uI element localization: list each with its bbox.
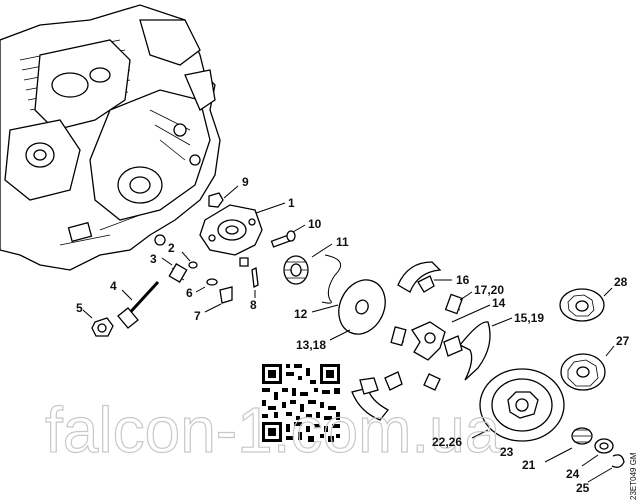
label-15-19: 15,19: [514, 311, 544, 325]
part-11-spring-sleeve: [283, 243, 342, 304]
part-10-bolt: [270, 224, 306, 248]
label-14: 14: [492, 296, 506, 310]
part-5-nut: [82, 309, 114, 337]
label-11: 11: [336, 235, 349, 249]
label-3: 3: [150, 252, 157, 266]
part-28-sprocket: [559, 287, 613, 322]
label-1: 1: [288, 196, 295, 210]
label-22-26: 22,26: [432, 435, 462, 449]
part-17-20-spring: [444, 291, 473, 315]
part-6-oring: [195, 278, 218, 293]
part-8-worm: [239, 257, 259, 298]
label-13-18: 13,18: [296, 338, 326, 352]
clutch-shoe-lower: [351, 371, 403, 421]
engine-housing: [0, 4, 221, 271]
label-12: 12: [294, 307, 308, 321]
label-21: 21: [522, 458, 536, 472]
part-14-hub: [411, 304, 491, 361]
label-9: 9: [242, 175, 249, 189]
label-10: 10: [308, 217, 322, 231]
qr-code: [260, 362, 342, 444]
watermark-text: falcon-1.com.ua: [45, 394, 501, 466]
reference-code: 23ET049 GM: [629, 452, 638, 500]
label-5: 5: [76, 301, 83, 315]
label-28: 28: [614, 275, 628, 289]
label-27: 27: [616, 334, 630, 348]
small-springs: [390, 326, 441, 391]
part-7-screw: [204, 286, 233, 313]
part-15-19-shoe: [443, 317, 513, 381]
label-7: 7: [194, 309, 201, 323]
label-16: 16: [456, 273, 470, 287]
part-13-18-disc: [311, 279, 386, 341]
part-1-bracket: [199, 202, 286, 256]
label-6: 6: [186, 286, 193, 300]
part-2-washer: [181, 251, 198, 269]
label-23: 23: [500, 445, 514, 459]
label-24: 24: [566, 467, 580, 481]
part-21-bearing: [544, 427, 593, 463]
part-22-26-clutch-drum: [471, 368, 565, 442]
clutch-shoe-upper: [397, 261, 452, 293]
label-25: 25: [576, 481, 590, 495]
part-3-spring: [161, 257, 188, 283]
label-8: 8: [250, 298, 257, 312]
label-2: 2: [168, 241, 175, 255]
part-25-eclip: [587, 454, 625, 483]
part-9-nut: [208, 185, 239, 208]
part-24-washer: [581, 438, 614, 467]
part-labels: 9 1 10 11 2 3 4 6 8 5 7 12 16 17,20 14 1…: [76, 175, 630, 495]
label-17-20: 17,20: [474, 283, 504, 297]
label-4: 4: [110, 279, 117, 293]
part-4-pin: [117, 280, 160, 329]
part-27-sprocket: [560, 345, 615, 391]
